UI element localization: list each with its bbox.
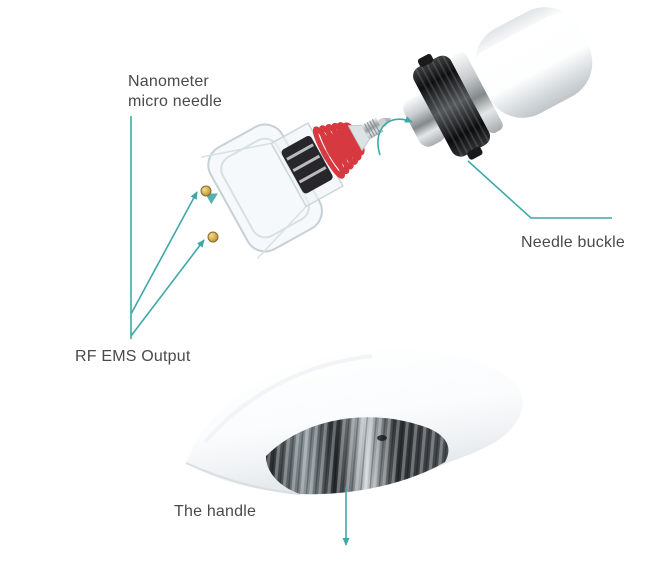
buckle-chrome-stub — [403, 94, 446, 147]
leader-lines — [130, 116, 612, 546]
needle-block-stripe — [292, 154, 321, 172]
buckle-clip-top — [417, 54, 434, 67]
buckle-chrome-ring — [451, 52, 503, 134]
handle-gloss-line — [203, 354, 373, 444]
cartridge-teal-mark-icon — [205, 193, 218, 205]
needle-block-stripe — [298, 166, 327, 184]
label-needle-buckle: Needle buckle — [521, 234, 625, 251]
rf-contact-stud-bottom — [207, 231, 219, 243]
handle-illustration — [185, 350, 523, 495]
rf-contact-stud-top — [200, 185, 212, 197]
handle-grill-dot — [377, 435, 387, 441]
needle-block-stripe — [286, 143, 314, 161]
buckle-highlight — [478, 14, 562, 67]
cartridge-cone — [347, 124, 371, 152]
handle-bottom-edge-shade — [185, 462, 301, 495]
label-the-handle: The handle — [174, 503, 257, 520]
tip-point — [384, 118, 392, 125]
needle-cartridge-illustration — [200, 117, 392, 260]
leader-line-rf-arrow-top — [130, 191, 198, 315]
buckle-clip-bottom — [467, 146, 483, 160]
leader-line-rf-arrow-bottom — [130, 239, 205, 337]
buckle-ring-ribs — [411, 53, 492, 159]
handle-grill-ribs — [266, 417, 449, 495]
tip-thread-lines — [364, 119, 381, 139]
needle-buckle-illustration — [403, 7, 593, 160]
cartridge-needle-block — [281, 136, 333, 194]
cartridge-facet-lines — [200, 142, 307, 260]
label-rf-ems-output: RF EMS Output — [75, 348, 191, 365]
rotation-arrow-icon — [377, 116, 413, 156]
buckle-white-cylinder — [475, 7, 593, 118]
leader-line-needle-buckle — [467, 160, 612, 219]
label-nanometer-micro-needle: Nanometer micro needle — [128, 73, 223, 110]
